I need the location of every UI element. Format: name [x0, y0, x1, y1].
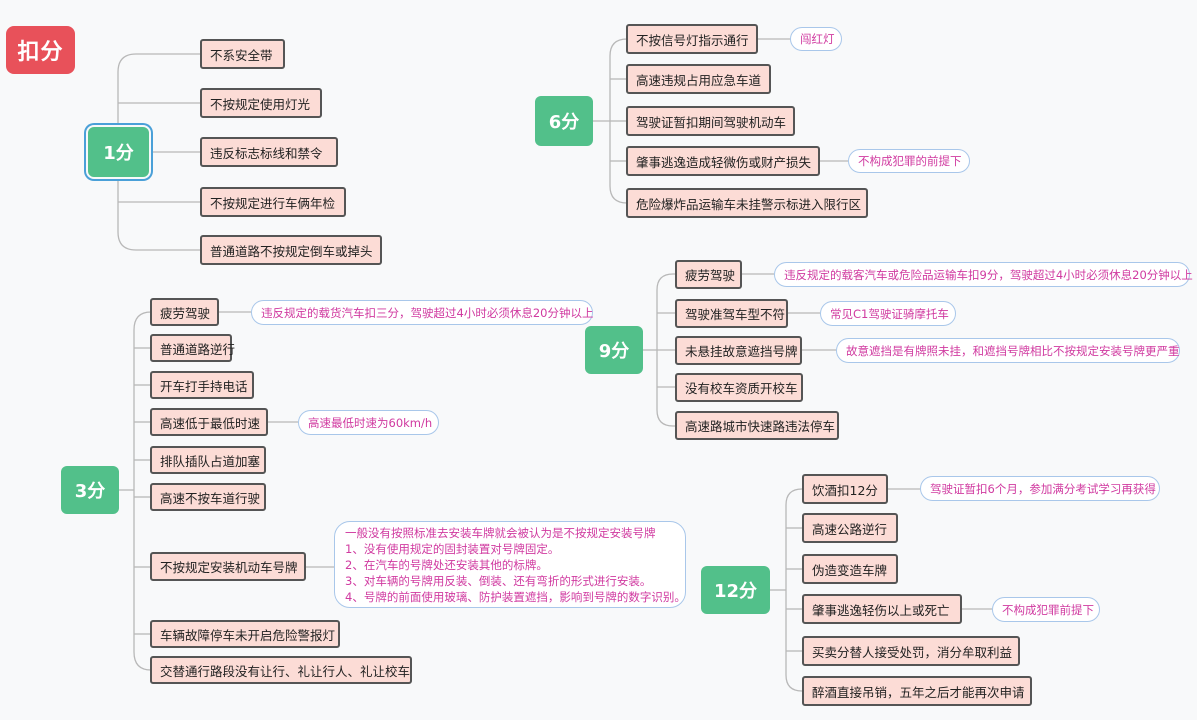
item-ignore-lanes[interactable]: 高速不按车道行驶 — [150, 483, 266, 511]
item-violate-signs[interactable]: 违反标志标线和禁令 — [200, 137, 338, 167]
item-drink-driving[interactable]: 饮酒扣12分 — [802, 474, 888, 504]
note-fatigue-9: 违反规定的载客汽车或危险品运输车扣9分，驾驶超过4小时必须休息20分钟以上 — [774, 262, 1193, 287]
item-annual-inspection[interactable]: 不按规定进行车俩年检 — [200, 187, 346, 217]
note-plate-covered: 故意遮挡是有牌照未挂，和遮挡号牌相比不按规定安装号牌更严重 — [836, 338, 1180, 363]
note-fatigue-3: 违反规定的载货汽车扣三分，驾驶超过4小时必须休息20分钟以上 — [251, 300, 593, 325]
note-line: 一般没有按照标准去安装车牌就会被认为是不按规定安装号牌 — [345, 525, 656, 540]
item-highway-wrong-way[interactable]: 高速公路逆行 — [802, 513, 898, 543]
item-below-min-speed[interactable]: 高速低于最低时速 — [150, 408, 268, 436]
note-line: 3、对车辆的号牌用反装、倒装、还有弯折的形式进行安装。 — [345, 573, 652, 588]
item-hit-and-run-serious[interactable]: 肇事逃逸轻伤以上或死亡 — [802, 594, 962, 624]
item-no-school-bus-license[interactable]: 没有校车资质开校车 — [675, 373, 803, 402]
note-line: 2、在汽车的号牌处还安装其他的标牌。 — [345, 557, 548, 572]
item-hazmat-restricted[interactable]: 危险爆炸品运输车未挂警示标进入限行区 — [626, 188, 868, 218]
item-ignore-signal[interactable]: 不按信号灯指示通行 — [626, 24, 758, 54]
category-3-point[interactable]: 3分 — [61, 466, 119, 514]
category-6-point[interactable]: 6分 — [535, 96, 593, 146]
item-drunk-driving-revoke[interactable]: 醉酒直接吊销，五年之后才能再次申请 — [802, 676, 1032, 706]
item-emergency-lane[interactable]: 高速违规占用应急车道 — [626, 64, 771, 94]
item-improper-reversing[interactable]: 普通道路不按规定倒车或掉头 — [200, 235, 382, 265]
item-no-yield[interactable]: 交替通行路段没有让行、礼让行人、礼让校车 — [150, 656, 412, 684]
item-cutting-queue[interactable]: 排队插队占道加塞 — [150, 446, 266, 474]
item-improper-lights[interactable]: 不按规定使用灯光 — [200, 88, 322, 118]
note-min-speed: 高速最低时速为60km/h — [298, 410, 439, 435]
page-title: 扣分 — [6, 26, 75, 74]
item-handheld-phone[interactable]: 开车打手持电话 — [150, 371, 254, 399]
note-no-crime: 不构成犯罪的前提下 — [848, 149, 970, 173]
note-improper-plate: 一般没有按照标准去安装车牌就会被认为是不按规定安装号牌 1、没有使用规定的固封装… — [334, 521, 686, 608]
item-forged-plate[interactable]: 伪造变造车牌 — [802, 554, 898, 584]
note-line: 1、没有使用规定的固封装置对号牌固定。 — [345, 541, 560, 556]
item-wrong-license-class[interactable]: 驾驶准驾车型不符 — [675, 299, 788, 328]
item-suspended-license[interactable]: 驾驶证暂扣期间驾驶机动车 — [626, 106, 795, 136]
note-c1-motorcycle: 常见C1驾驶证骑摩托车 — [820, 301, 956, 326]
item-no-seatbelt[interactable]: 不系安全带 — [200, 39, 285, 69]
item-wrong-way-ordinary[interactable]: 普通道路逆行 — [150, 334, 235, 362]
item-improper-plate[interactable]: 不按规定安装机动车号牌 — [150, 552, 306, 581]
item-fatigue-driving-3[interactable]: 疲劳驾驶 — [150, 298, 219, 326]
item-highway-illegal-stop[interactable]: 高速路城市快速路违法停车 — [675, 411, 839, 440]
item-no-hazard-lights[interactable]: 车辆故障停车未开启危险警报灯 — [150, 620, 340, 648]
item-plate-covered[interactable]: 未悬挂故意遮挡号牌 — [675, 336, 802, 365]
item-selling-points[interactable]: 买卖分替人接受处罚，消分牟取利益 — [802, 636, 1020, 666]
item-hit-and-run-minor[interactable]: 肇事逃逸造成轻微伤或财产损失 — [626, 146, 820, 176]
category-1-point[interactable]: 1分 — [88, 127, 149, 177]
category-9-point[interactable]: 9分 — [585, 326, 643, 374]
note-drink-driving: 驾驶证暂扣6个月，参加满分考试学习再获得 — [920, 476, 1160, 501]
item-fatigue-driving-9[interactable]: 疲劳驾驶 — [675, 260, 742, 289]
note-red-light: 闯红灯 — [790, 27, 842, 51]
category-12-point[interactable]: 12分 — [701, 566, 770, 614]
note-no-crime-12: 不构成犯罪前提下 — [992, 597, 1100, 622]
note-line: 4、号牌的前面使用玻璃、防护装置遮挡，影响到号牌的数字识别。 — [345, 589, 686, 604]
